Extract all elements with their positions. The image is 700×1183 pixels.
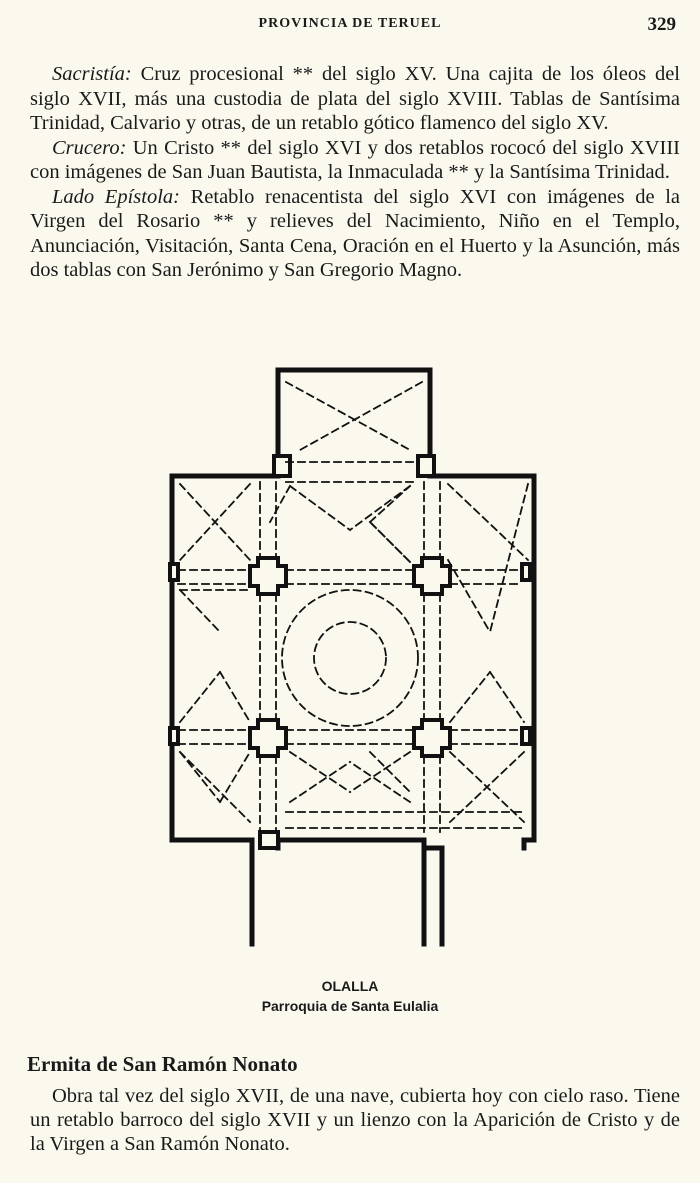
page-number: 329 [647,14,677,35]
figure-caption: OLALLA Parroquia de Santa Eulalia [0,976,700,1016]
section-text: Obra tal vez del siglo XVII, de una nave… [30,1084,680,1156]
plan-vaults [177,380,530,833]
paragraph-label: Crucero: [52,136,127,159]
paragraph-sacristia: Sacristía: Cruz procesional ** del siglo… [30,62,680,136]
paragraph-label: Sacristía: [52,63,132,85]
plan-piers [168,454,532,850]
page-header: PROVINCIA DE TERUEL 329 [0,14,700,38]
caption-subtitle: Parroquia de Santa Eulalia [261,998,439,1014]
paragraph-text: Cruz procesional ** del siglo XV. Una ca… [30,63,680,134]
body-text: Sacristía: Cruz procesional ** del siglo… [30,62,680,283]
paragraph-label: Lado Epístola: [52,185,180,208]
running-head: PROVINCIA DE TERUEL [258,16,442,31]
paragraph-crucero: Crucero: Un Cristo ** del siglo XVI y do… [30,136,680,185]
paragraph-text: Retablo renacentista del siglo XVI con i… [30,185,680,282]
paragraph-text: Un Cristo ** del siglo XVI y dos retablo… [30,136,680,184]
caption-title: OLALLA [321,978,379,994]
plan-walls [169,367,537,947]
paragraph-lado-epistola: Lado Epístola: Retablo renacentista del … [30,185,680,283]
section-title: Ermita de San Ramón Nonato [27,1052,298,1076]
church-floor-plan [168,367,537,947]
section-paragraph: Obra tal vez del siglo XVII, de una nave… [30,1085,680,1155]
